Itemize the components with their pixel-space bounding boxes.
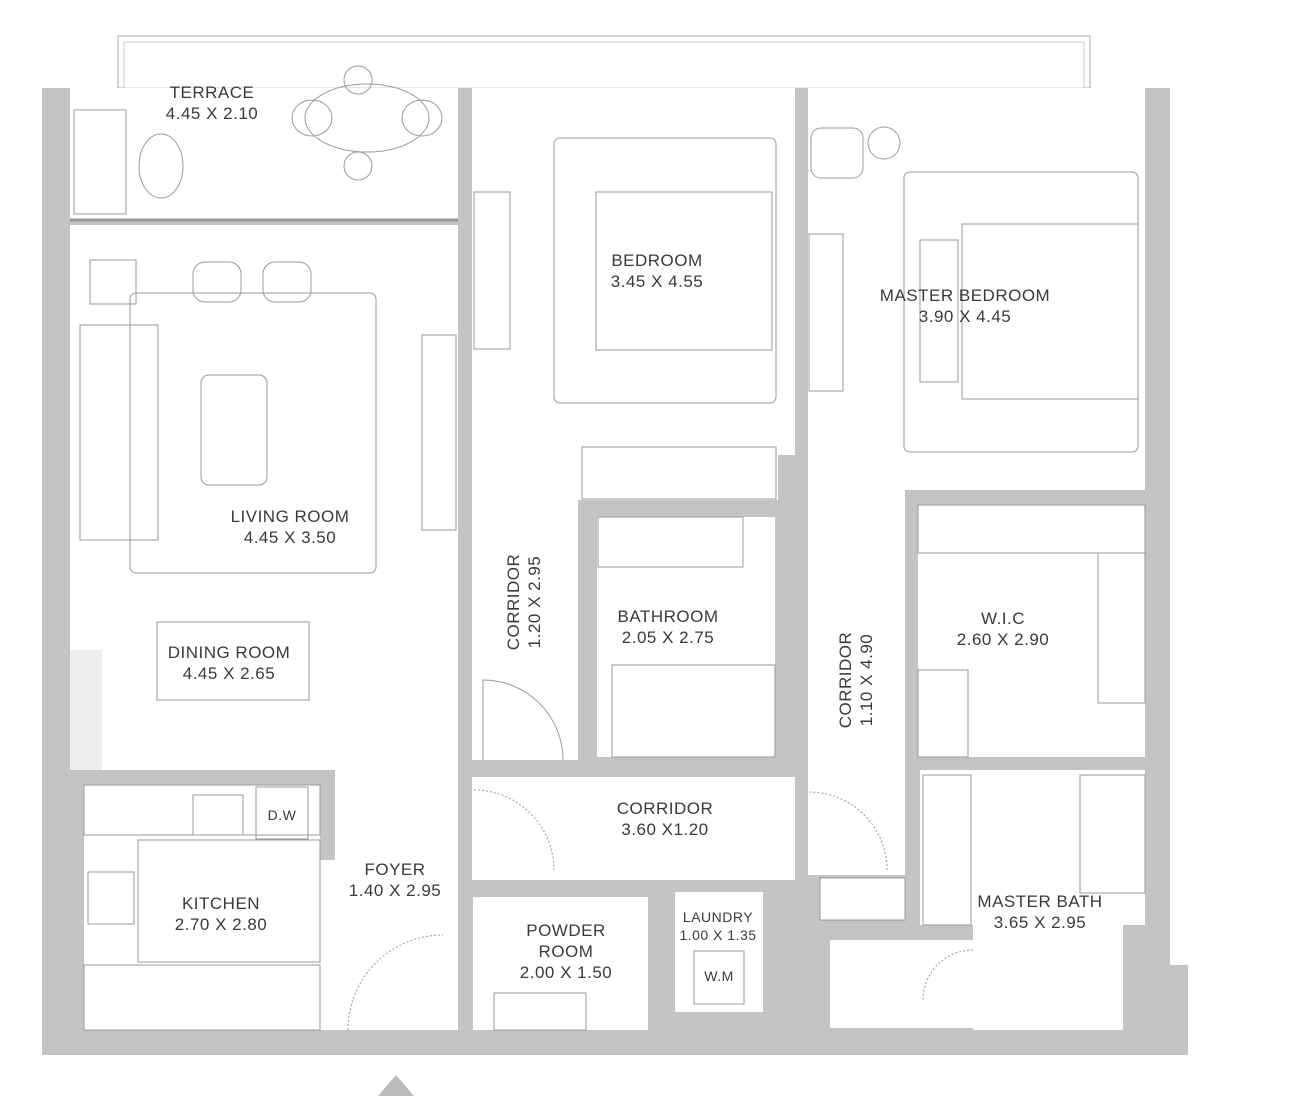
rooms — [70, 88, 1145, 1030]
furniture — [79, 126, 1146, 1031]
dishwasher-label: D.W — [267, 807, 297, 823]
terrace-area — [70, 35, 1091, 222]
entrance-arrow-icon — [378, 1075, 414, 1096]
washing-machine-label: W.M — [704, 968, 734, 984]
